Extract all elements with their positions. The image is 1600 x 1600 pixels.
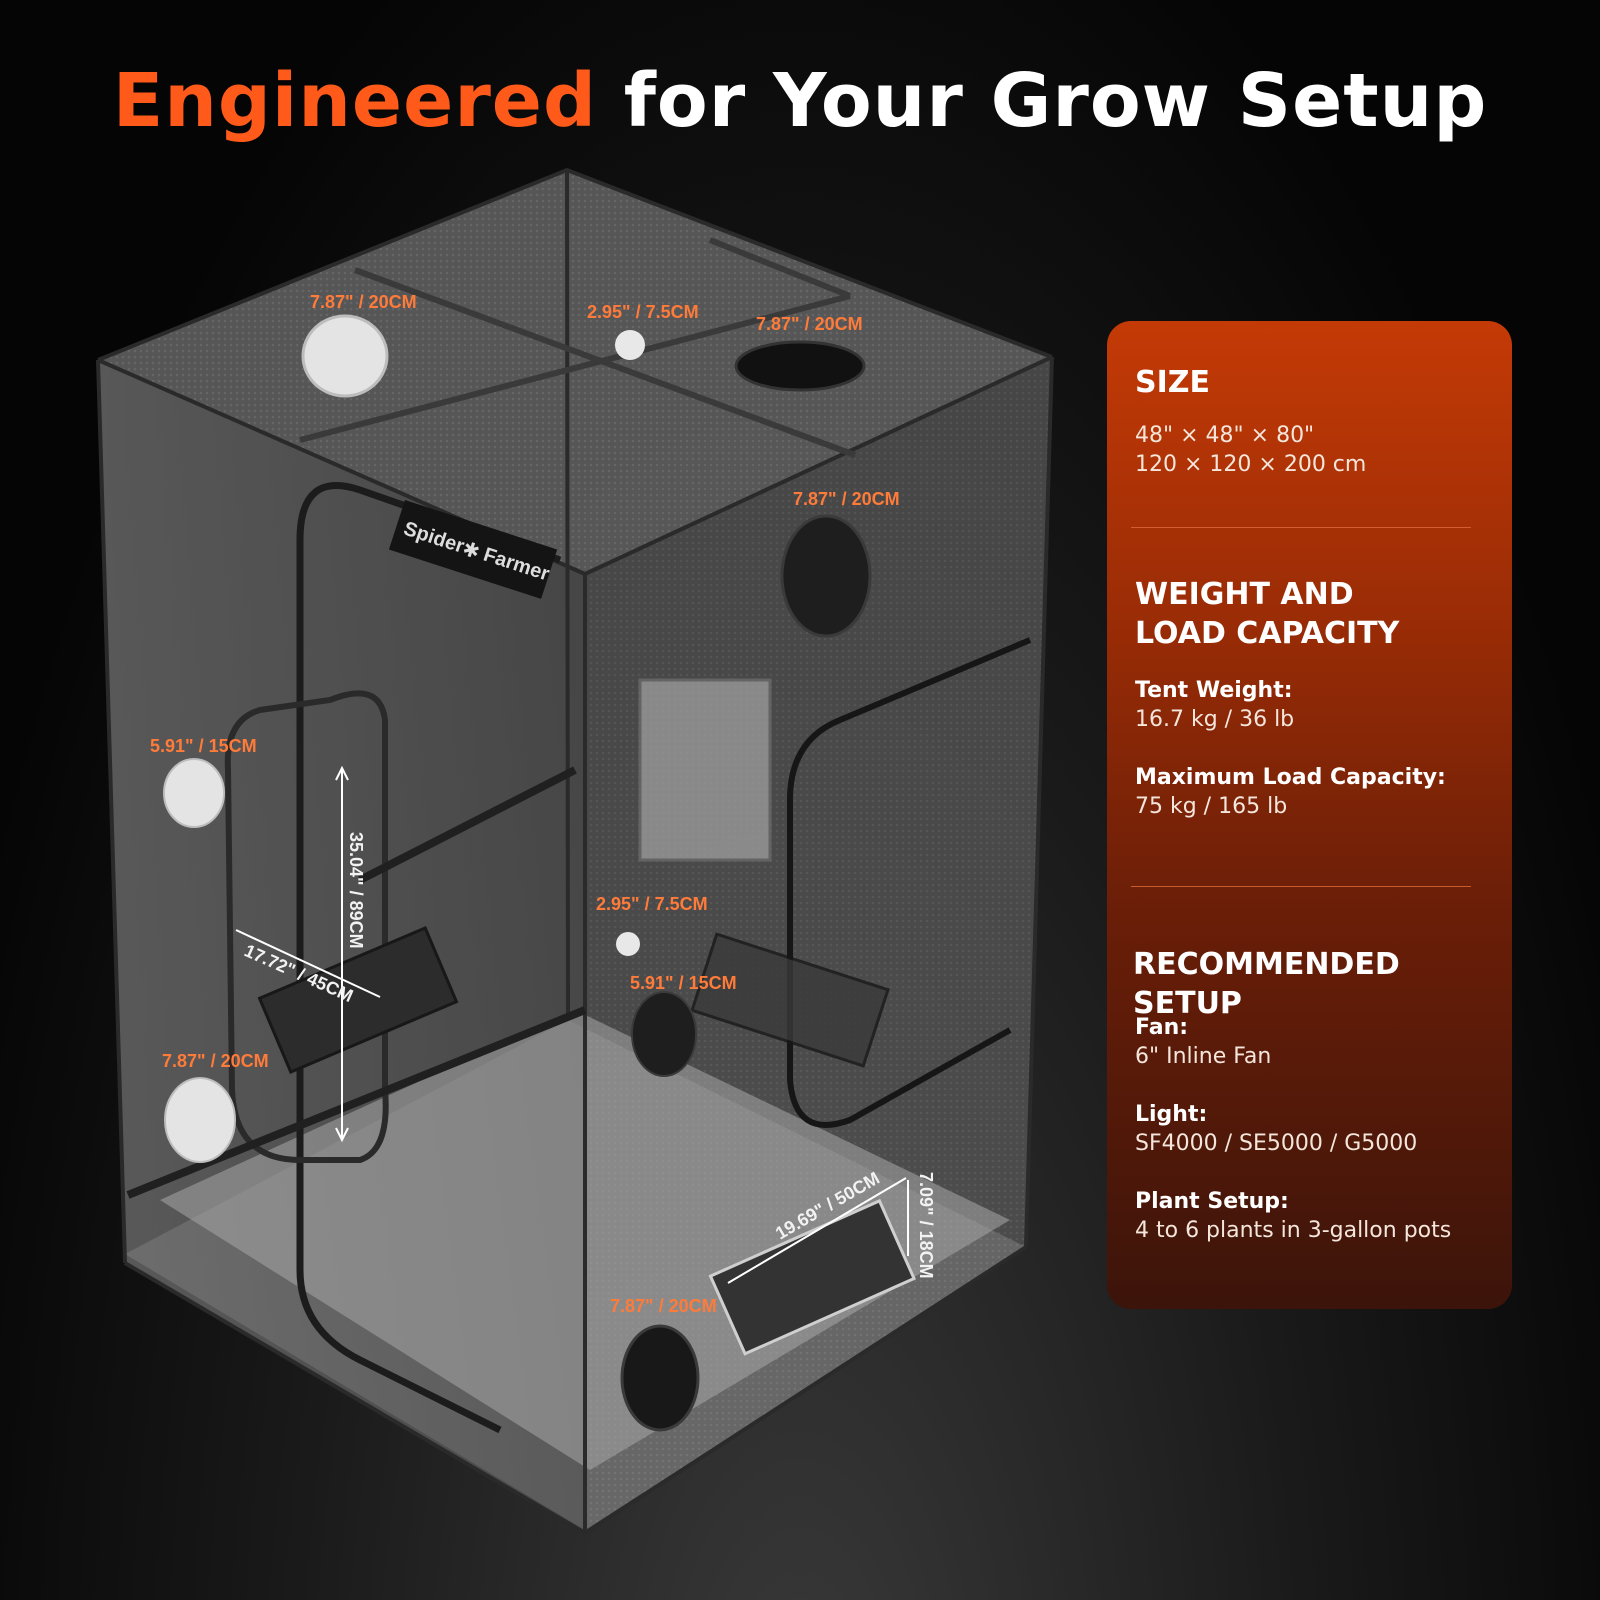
port-left-upper-icon [163,758,225,828]
divider-1 [1131,527,1471,528]
label-left-lower-vent: 7.87" / 20CM [162,1051,269,1071]
label-door-height: 35.04" / 89CM [346,832,366,949]
hanging-light-panel [638,678,772,862]
fan-value: 6" Inline Fan [1135,1044,1272,1069]
bottom-mesh-window [708,1198,917,1356]
tent-weight-label: Tent Weight: [1135,678,1293,703]
label-left-upper-port: 5.91" / 15CM [150,736,257,756]
label-top-small-port: 2.95" / 7.5CM [587,302,699,322]
fan-label: Fan: [1135,1015,1189,1040]
plant-setup-value: 4 to 6 plants in 3-gallon pots [1135,1218,1452,1243]
size-title: SIZE [1135,365,1211,400]
size-metric: 120 × 120 × 200 cm [1135,452,1367,477]
port-front-small-icon [616,932,640,956]
spider-logo-icon: ✱ [460,536,483,564]
plant-setup-label: Plant Setup: [1135,1189,1289,1214]
grow-tent-illustration: Spider ✱ Farmer 7.87" / 20CM 2.95" / 7.5… [96,167,1054,1535]
spec-card: SIZE 48" × 48" × 80" 120 × 120 × 200 cm … [1107,321,1512,1309]
label-bottom-window-height: 7.09" / 18CM [916,1172,936,1279]
vent-ports [163,314,872,1432]
measurement-arrows [235,765,909,1284]
vent-top-left-icon [301,314,389,398]
headline-accent: Engineered [112,58,597,144]
tent-weight-value: 16.7 kg / 36 lb [1135,707,1295,732]
vent-left-lower-icon [164,1077,236,1163]
label-top-right-vent: 7.87" / 20CM [756,314,863,334]
size-imperial: 48" × 48" × 80" [1135,423,1315,448]
side-window-zipper [224,690,389,1163]
vent-right-upper-icon [780,514,872,638]
label-top-left-vent: 7.87" / 20CM [310,292,417,312]
vent-front-bottom-icon [620,1324,700,1432]
label-front-small-port: 2.95" / 7.5CM [596,894,708,914]
label-right-upper-vent: 7.87" / 20CM [793,489,900,509]
label-front-mid-port: 5.91" / 15CM [630,973,737,993]
front-door-zipper [296,482,562,1434]
headline-rest: for Your Grow Setup [596,58,1488,144]
light-value: SF4000 / SE5000 / G5000 [1135,1131,1418,1156]
port-top-small-icon [615,330,645,360]
weight-title-line1: WEIGHT AND [1135,577,1354,612]
vent-top-right-icon [734,340,866,392]
tent-top-face [98,170,1052,574]
port-front-mid-icon [631,991,697,1077]
divider-2 [1131,886,1471,887]
setup-title: RECOMMENDED SETUP [1133,947,1400,1021]
brand-banner: Spider ✱ Farmer [388,500,558,599]
headline: Engineered for Your Grow Setup [0,58,1600,144]
max-load-label: Maximum Load Capacity: [1135,765,1446,790]
right-door-zipper [787,637,1032,1128]
label-front-bottom-vent: 7.87" / 20CM [610,1296,717,1316]
light-label: Light: [1135,1102,1208,1127]
weight-title-line2: LOAD CAPACITY [1135,616,1400,651]
max-load-value: 75 kg / 165 lb [1135,794,1288,819]
right-mesh-window [690,932,890,1068]
